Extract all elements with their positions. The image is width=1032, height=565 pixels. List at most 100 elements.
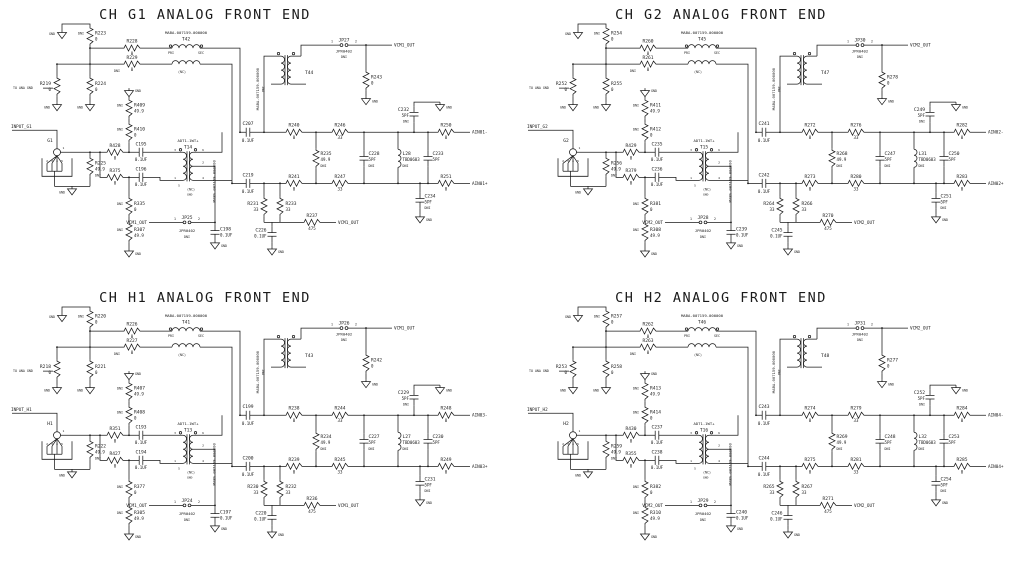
to-ana-gnd-label: TO ANA GND	[529, 86, 549, 90]
resistor-rN: R272 0	[799, 123, 821, 140]
gnd-label: GND	[135, 89, 141, 93]
resistor-val: 49.9	[134, 391, 144, 396]
resistor-rA: R254 0 DNI	[594, 25, 622, 47]
inductor-val: TBD0603	[919, 439, 937, 444]
gnd-icon	[572, 29, 584, 40]
capacitor-val: 5PF	[918, 396, 926, 401]
resistor-rL: R310 49.9 DNI	[633, 504, 661, 526]
resistor-val: 33	[286, 489, 291, 494]
gnd-label: GND	[565, 315, 571, 319]
dni-flag: DNI	[633, 228, 639, 232]
channel-title: CH G1 ANALOG FRONT END	[99, 7, 311, 23]
capacitor-ref: C237	[651, 424, 662, 430]
dni-flag: DNI	[633, 484, 639, 488]
resistor-rR: R245 33	[329, 456, 351, 474]
transformer-right: T43	[271, 334, 314, 368]
resistor-ref: R379	[625, 168, 636, 174]
resistor-ref: R275	[804, 456, 815, 462]
dni-flag: DNI	[369, 164, 375, 168]
capacitor-ref: C249	[914, 107, 925, 113]
resistor-ref: R248	[440, 405, 451, 411]
resistor-rG: R412 0 DNI	[633, 121, 661, 143]
resistor-rI: R351 0	[104, 425, 126, 443]
dni-flag: DNI	[633, 202, 639, 206]
resistor-val: 0	[131, 334, 134, 339]
resistor-val: 0	[95, 37, 98, 42]
jumper-part: JPR0402	[695, 228, 712, 233]
nc-label: (NC)	[703, 187, 711, 191]
capacitor-cI: C231 5PF DNI	[414, 474, 436, 492]
dni-flag: DNI	[117, 228, 123, 232]
wire-net	[528, 23, 986, 249]
pin-number: 2	[718, 160, 720, 164]
gnd-label: GND	[49, 315, 55, 319]
capacitor-cB: C194 0.1UF	[132, 449, 150, 469]
input-connector: H2 1 2 3 4 5	[557, 420, 589, 460]
vcm-net-label: VCM1_OUT	[126, 502, 147, 508]
gnd-icon	[725, 239, 737, 250]
inductor-lA: L31 TBD0603 DNI	[913, 148, 936, 168]
resistor-rS: R283 0	[951, 174, 973, 191]
jumper-part: JPR0402	[179, 510, 196, 515]
pri-label: PRI	[168, 51, 174, 55]
resistor-val: 0	[114, 155, 117, 160]
resistor-rW: R237 475	[301, 213, 323, 231]
xfmr-pins	[787, 55, 822, 86]
resistor-rU: R231 33	[247, 195, 268, 217]
resistor-ref: R221	[95, 364, 106, 370]
pin-number: 2	[355, 40, 357, 44]
pin-number: 1	[847, 322, 849, 326]
resistor-val: 0	[131, 51, 134, 56]
resistor-ref: R250	[440, 123, 451, 129]
vertical-note: MABA-007159-000000	[771, 350, 776, 393]
pin-number: 1	[690, 458, 692, 462]
resistor-rI: R429 0	[620, 143, 642, 160]
gnd-label: GND	[794, 250, 800, 254]
connector-shield	[41, 158, 73, 177]
pin-number: 2	[46, 442, 48, 446]
resistor-ref: R310	[650, 509, 661, 515]
inductor-lA: L32 TBD0603 DNI	[913, 431, 937, 451]
pin-number: 4	[572, 159, 574, 163]
capacitor-val: 0.1UF	[651, 439, 664, 444]
resistor-val: 49.9	[837, 439, 847, 444]
resistor-rQ: R273 0	[799, 174, 821, 191]
gnd-label: GND	[962, 106, 968, 110]
resistor-rA: R257 0 DNI	[594, 308, 622, 330]
capacitor-ref: C228	[369, 151, 380, 157]
polarity-dot	[715, 44, 720, 48]
balun-ref: T13	[184, 427, 193, 433]
resistor-ref: R267	[802, 483, 813, 489]
gnd-label: GND	[77, 106, 83, 110]
output-neg-label: AIN04-	[988, 412, 1004, 418]
pin-number: 5	[61, 442, 63, 446]
resistor-rJ: R355 0	[620, 450, 642, 468]
capacitor-ref: C194	[135, 449, 146, 455]
polarity-dot	[807, 334, 812, 338]
capacitor-ref: C207	[242, 121, 253, 127]
balun-ref: T15	[700, 144, 709, 150]
connector-shield	[557, 158, 589, 177]
capacitor-cJ: C220 0.1UF	[254, 508, 278, 526]
input-net-label: INPUT_H1	[11, 407, 32, 413]
resistor-rE: R224 0	[86, 75, 106, 97]
channel-schematic: CH H1 ANALOG FRONT END GND GND GND GND G…	[11, 290, 488, 540]
resistor-ref: R429	[625, 143, 636, 149]
gnd-label: GND	[593, 106, 599, 110]
dni-flag: DNI	[633, 128, 639, 132]
resistor-val: 49.9	[837, 157, 847, 162]
dni-flag: DNI	[341, 55, 347, 59]
pin-number: 2	[718, 443, 720, 447]
connector-ref: G1	[47, 138, 53, 144]
vcm-net-label: VCM2_OUT	[854, 220, 875, 226]
resistor-val: 0	[809, 418, 812, 423]
output-neg-label: AIN03-	[472, 412, 488, 418]
pin-number: 5	[694, 466, 696, 470]
dni-flag: DNI	[425, 488, 431, 492]
vcm-net-label: VCM1_OUT	[338, 220, 359, 226]
resistor-rR: R281 33	[845, 456, 867, 474]
xfmr-part-label: MABA-007159-000000	[681, 313, 724, 318]
pri-label: PRI	[684, 51, 690, 55]
resistor-rR: R280 33	[845, 174, 867, 191]
resistor-ref: R269	[837, 433, 848, 439]
